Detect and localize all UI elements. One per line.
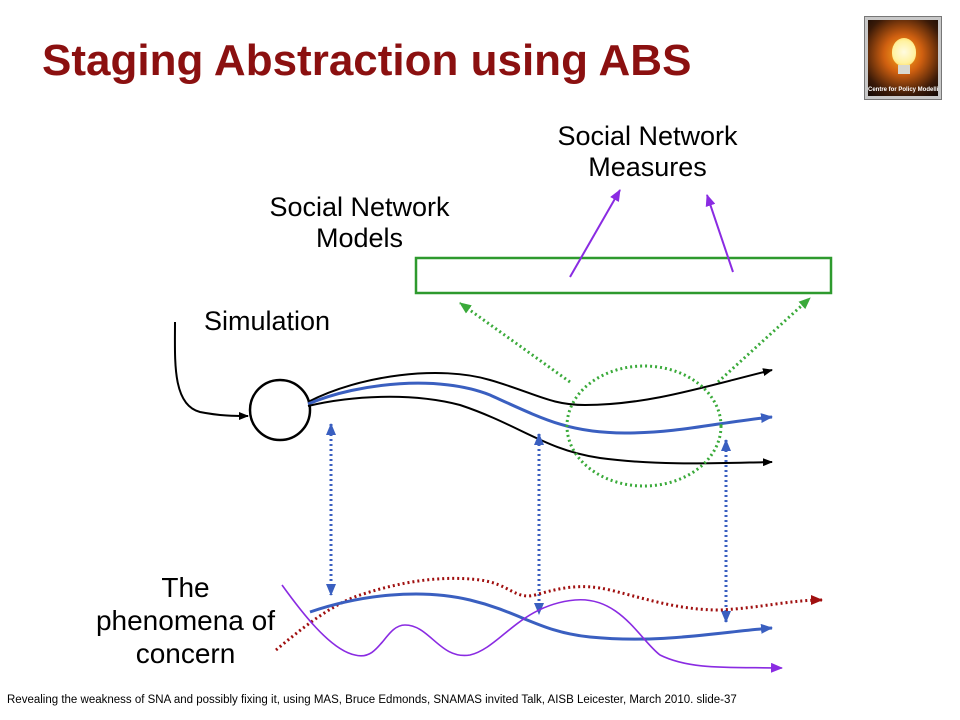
phenomena-label: The phenomena of concern [78, 571, 293, 670]
measures-label: Social Network Measures [540, 121, 755, 183]
models-label: Social Network Models [252, 192, 467, 254]
measures-label-line2: Measures [588, 152, 707, 182]
simulation-node [248, 378, 312, 442]
simulation-label: Simulation [204, 306, 331, 336]
abstraction-arrow-left [459, 301, 571, 384]
simulation-trajectory-blue [307, 381, 773, 435]
models-label-line1: Social Network [269, 192, 450, 222]
phenomena-label-line3: concern [135, 638, 236, 669]
lightbulb-icon: Centre for Policy Modelling [868, 20, 938, 96]
slide-title: Staging Abstraction using ABS [42, 36, 692, 85]
abstraction-arrow-right [716, 296, 812, 384]
models-box [414, 256, 833, 295]
phenomena-label-line1: The [161, 572, 210, 603]
phenomena-trajectory-blue [309, 592, 773, 641]
measures-arrow-right [705, 194, 734, 273]
simulation-input-line [173, 321, 249, 420]
measures-label-line1: Social Network [557, 121, 738, 151]
phenomena-trajectory-red [275, 576, 823, 652]
footer-text: Revealing the weakness of SNA and possib… [7, 694, 737, 706]
phenomena-label-line2: phenomena of [95, 605, 276, 636]
models-label-line2: Models [315, 223, 404, 253]
phenomena-trajectory-purple [281, 584, 783, 673]
simulation-trajectory-black-lower [307, 395, 773, 467]
logo-text: Centre for Policy Modelling [868, 87, 938, 93]
abstraction-region-ellipse [565, 364, 723, 488]
simulation-trajectory-black-upper [307, 368, 773, 407]
logo: Centre for Policy Modelling [864, 16, 942, 100]
measures-arrow-left [569, 189, 621, 278]
